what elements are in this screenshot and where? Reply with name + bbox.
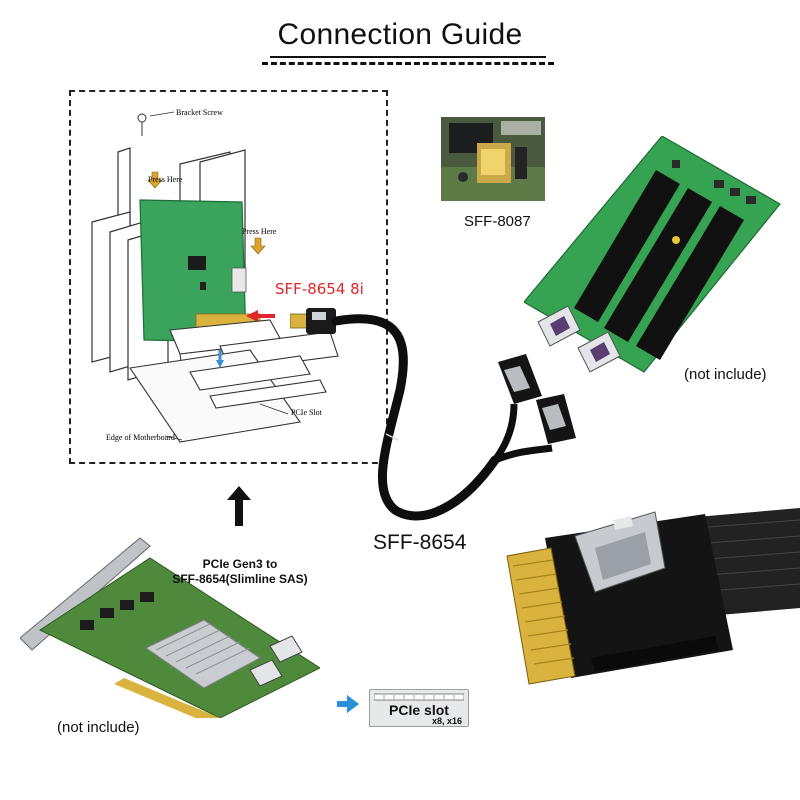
page-title: Connection Guide	[277, 18, 523, 51]
latch-icon	[574, 511, 666, 593]
edge-of-motherboard-label: Edge of Motherboard	[106, 433, 175, 442]
sff8654-8i-label: SFF-8654 8i	[275, 280, 364, 298]
pcie-slot-badge-title: PCIe slot	[389, 702, 449, 718]
pcie-slot-badge: PCIe slot x8, x16	[369, 689, 469, 727]
backplane-sff8654-port-2	[577, 331, 621, 373]
sff8087-plug-1	[498, 354, 542, 404]
backplane-not-included-note: (not include)	[684, 366, 767, 383]
raid-card-title-line1: PCIe Gen3 to	[202, 557, 278, 571]
cable-label: SFF-8654	[373, 531, 467, 554]
cable-connector-card-end	[290, 308, 336, 334]
red-arrow-icon	[246, 310, 275, 322]
backplane-board	[524, 136, 781, 373]
raid-card-photo	[20, 537, 320, 718]
raid-card-not-included-note: (not include)	[57, 719, 140, 736]
bracket-screw-label: Bracket Screw	[176, 108, 223, 117]
title-dashed-rule	[262, 62, 554, 65]
install-diagram-frame	[69, 90, 388, 464]
raid-card-pcb	[139, 199, 261, 343]
bracket-screw-icon	[137, 113, 147, 136]
blue-arrow-icon	[337, 695, 359, 713]
pcie-slot-icon	[374, 693, 464, 701]
install-diagram: Bracket Screw Press Here Press Here PCIe…	[91, 108, 339, 443]
heatsink-icon	[145, 619, 261, 689]
raid-card-sff8654-ports	[249, 635, 303, 687]
sff8087-plug-2	[536, 394, 576, 444]
raid-card-title-line2: SFF-8654(Slimline SAS)	[172, 572, 308, 586]
sff8654-connector-closeup	[506, 508, 800, 685]
press-here-label-1: Press Here	[148, 175, 183, 184]
press-here-label-2: Press Here	[242, 227, 277, 236]
sff8087-port-photo	[441, 117, 545, 201]
sff8087-label: SFF-8087	[464, 213, 531, 230]
pcie-slot-badge-subtitle: x8, x16	[431, 716, 462, 726]
title-underline	[270, 56, 546, 58]
sff8654-cable	[290, 308, 576, 521]
backplane-sff8654-port-1	[537, 305, 581, 347]
pcie-slot-label: PCIe Slot	[291, 408, 323, 417]
up-arrow-icon	[227, 486, 251, 526]
